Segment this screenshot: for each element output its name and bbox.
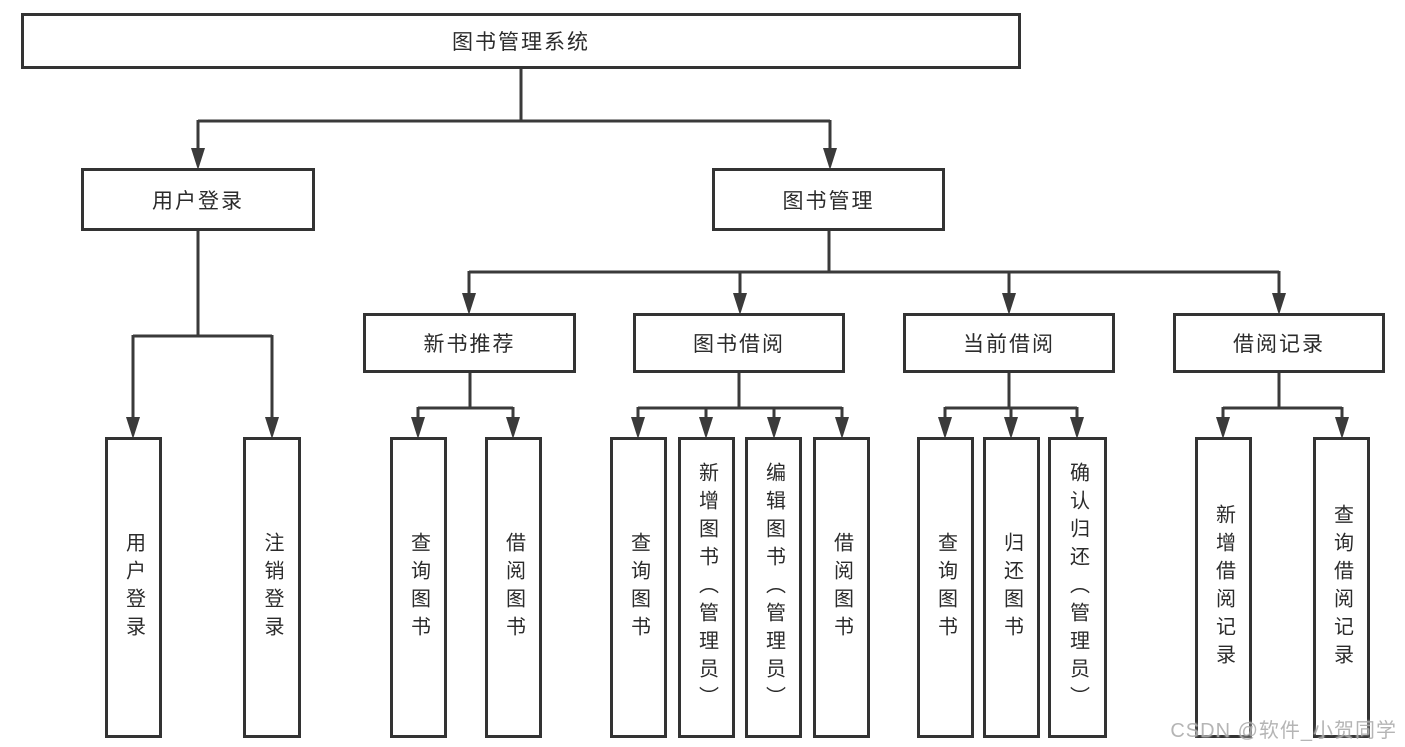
node-borrowing-records: 借阅记录: [1173, 313, 1385, 373]
node-book-management-label: 图书管理: [782, 189, 875, 213]
leaf-add-borrow-record: 新增借阅记录: [1195, 437, 1252, 738]
leaf-borrow-books-recommend: 借阅图书: [485, 437, 542, 738]
node-new-book-recommendation: 新书推荐: [363, 313, 576, 373]
node-borrowing-records-label: 借阅记录: [1233, 333, 1325, 356]
leaf-query-borrow-record-label: 查询借阅记录: [1330, 503, 1353, 672]
leaf-borrow-books: 借阅图书: [813, 437, 870, 738]
leaf-borrow-books-label: 借阅图书: [830, 531, 853, 644]
node-user-login: 用户登录: [81, 168, 315, 231]
leaf-add-books-admin-label: 新增图书（管理员）: [695, 461, 718, 714]
leaf-confirm-return-admin: 确认归还（管理员）: [1048, 437, 1107, 738]
leaf-query-books-recommend-label: 查询图书: [407, 531, 430, 644]
leaf-query-books-borrow: 查询图书: [610, 437, 667, 738]
leaf-query-books-current-label: 查询图书: [934, 531, 957, 644]
leaf-return-books: 归还图书: [983, 437, 1040, 738]
node-book-management: 图书管理: [712, 168, 945, 231]
leaf-return-books-label: 归还图书: [1000, 531, 1023, 644]
node-book-borrowing: 图书借阅: [633, 313, 845, 373]
arrowheads: [126, 148, 1349, 439]
node-current-borrowing: 当前借阅: [903, 313, 1115, 373]
node-current-borrowing-label: 当前借阅: [963, 333, 1055, 356]
leaf-query-books-current: 查询图书: [917, 437, 974, 738]
leaf-add-books-admin: 新增图书（管理员）: [678, 437, 735, 738]
leaf-logout: 注销登录: [243, 437, 301, 738]
leaf-query-books-borrow-label: 查询图书: [627, 531, 650, 644]
leaf-edit-books-admin: 编辑图书（管理员）: [745, 437, 802, 738]
leaf-logout-label: 注销登录: [261, 531, 283, 644]
leaf-add-borrow-record-label: 新增借阅记录: [1212, 503, 1235, 672]
leaf-confirm-return-admin-label: 确认归还（管理员）: [1066, 461, 1089, 714]
leaf-user-login-label: 用户登录: [122, 531, 145, 644]
node-new-book-recommendation-label: 新书推荐: [423, 333, 516, 356]
node-book-borrowing-label: 图书借阅: [693, 333, 785, 356]
leaf-borrow-books-recommend-label: 借阅图书: [502, 531, 525, 644]
leaf-user-login: 用户登录: [105, 437, 162, 738]
csdn-watermark: CSDN @软件_小贺同学: [1170, 720, 1397, 742]
node-user-login-label: 用户登录: [152, 189, 244, 213]
leaf-edit-books-admin-label: 编辑图书（管理员）: [762, 461, 785, 714]
node-root: 图书管理系统: [21, 13, 1021, 69]
node-root-label: 图书管理系统: [452, 31, 590, 54]
leaf-query-borrow-record: 查询借阅记录: [1313, 437, 1370, 738]
leaf-query-books-recommend: 查询图书: [390, 437, 447, 738]
